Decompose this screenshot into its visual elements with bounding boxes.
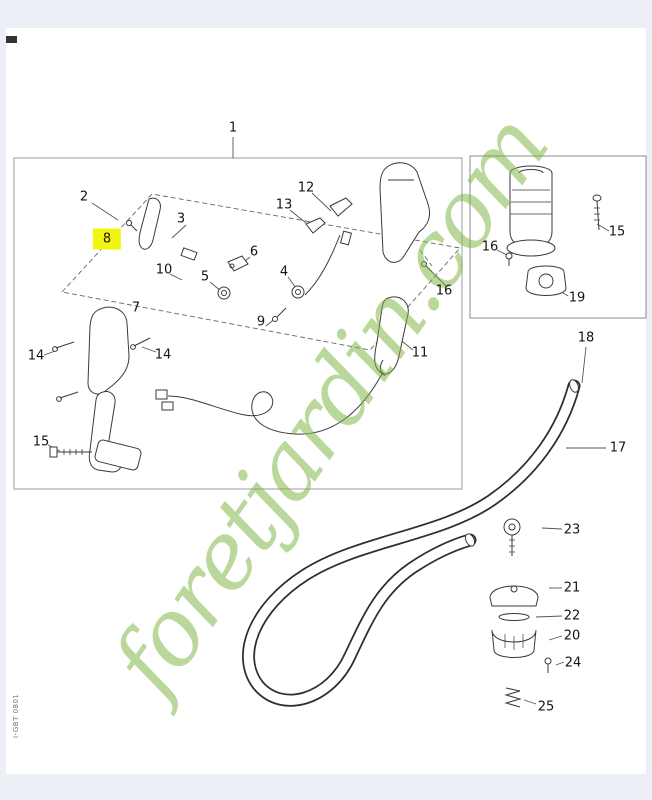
part-label-11[interactable]: 11 <box>411 345 429 361</box>
part-label-16-right[interactable]: 16 <box>481 239 499 255</box>
part-label-17[interactable]: 17 <box>609 440 627 456</box>
part-label-16-left[interactable]: 16 <box>435 283 453 299</box>
handlebar-drawing <box>242 379 581 707</box>
part-label-21[interactable]: 21 <box>563 580 581 596</box>
part-label-15-right[interactable]: 15 <box>608 224 626 240</box>
part-label-3[interactable]: 3 <box>176 211 186 227</box>
grip-box-drawing <box>505 165 602 296</box>
document-code: I-GBT 0801 <box>12 693 20 738</box>
part-label-5[interactable]: 5 <box>200 269 210 285</box>
part-label-18[interactable]: 18 <box>577 330 595 346</box>
part-label-1[interactable]: 1 <box>228 120 238 136</box>
clamp-parts-drawing <box>489 518 552 708</box>
part-label-13[interactable]: 13 <box>275 197 293 213</box>
part-label-7[interactable]: 7 <box>131 300 141 316</box>
part-label-24[interactable]: 24 <box>564 655 582 671</box>
corner-mark <box>6 36 17 43</box>
part-label-14-right[interactable]: 14 <box>154 347 172 363</box>
part-label-25[interactable]: 25 <box>537 699 555 715</box>
part-label-10[interactable]: 10 <box>155 262 173 278</box>
part-label-22[interactable]: 22 <box>563 608 581 624</box>
dashed-subassembly-box <box>61 193 461 351</box>
part-label-2[interactable]: 2 <box>79 189 89 205</box>
part-label-23[interactable]: 23 <box>563 522 581 538</box>
part-label-12[interactable]: 12 <box>297 180 315 196</box>
part-label-4[interactable]: 4 <box>279 264 289 280</box>
part-label-14-left[interactable]: 14 <box>27 348 45 364</box>
assembly-frames <box>13 155 647 490</box>
part-label-8-highlighted[interactable]: 8 <box>92 228 122 250</box>
part-label-9[interactable]: 9 <box>256 314 266 330</box>
trigger-parts-drawing <box>49 162 433 473</box>
part-label-19[interactable]: 19 <box>568 290 586 306</box>
part-label-6[interactable]: 6 <box>249 244 259 260</box>
part-label-15-left[interactable]: 15 <box>32 434 50 450</box>
part-label-20[interactable]: 20 <box>563 628 581 644</box>
